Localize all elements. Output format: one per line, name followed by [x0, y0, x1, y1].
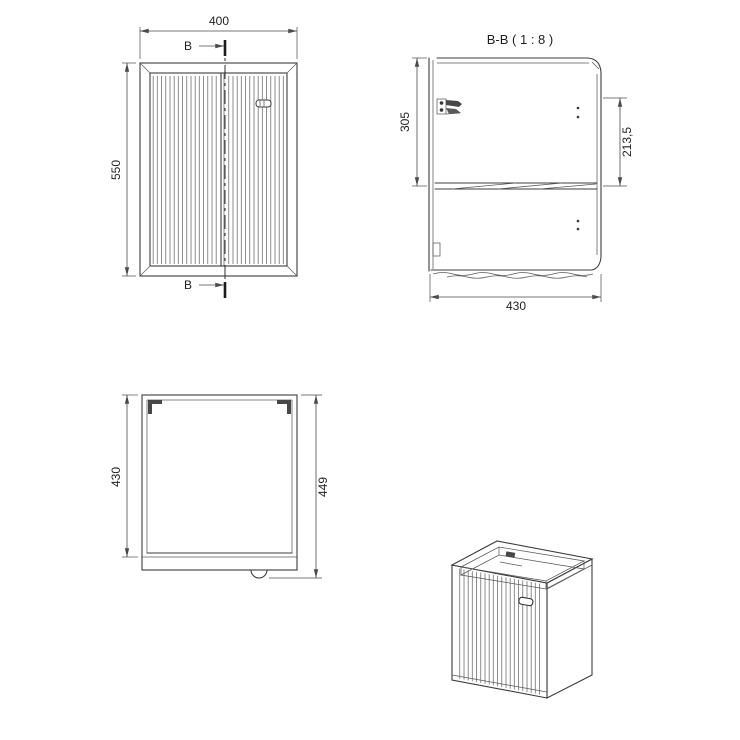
- plan-total-depth-value: 449: [316, 477, 330, 497]
- door-handle: [255, 99, 272, 108]
- iso-body: [450, 540, 594, 699]
- section-view: B-B ( 1 : 8 ): [398, 32, 634, 313]
- section-height-value: 305: [398, 112, 412, 132]
- door-knob: [250, 569, 268, 579]
- front-height-value: 550: [109, 160, 123, 180]
- section-cut-line: B B: [184, 39, 227, 298]
- isometric-view: [450, 540, 594, 699]
- front-height-dimension: 550: [109, 62, 136, 277]
- plan-depth-dimension: 430: [109, 394, 138, 558]
- iso-interior: [459, 546, 586, 590]
- front-view: B B 400 550: [109, 14, 298, 298]
- front-cabinet-outline: [139, 62, 298, 277]
- section-depth-value: 430: [506, 299, 526, 313]
- plan-total-depth-dimension: 449: [269, 394, 330, 579]
- plan-view: 430 449: [109, 394, 330, 579]
- section-label-top: B: [184, 39, 192, 53]
- section-depth-dimension: 430: [429, 274, 602, 313]
- section-carcass-outline: [430, 57, 602, 271]
- section-view-title: B-B ( 1 : 8 ): [487, 32, 553, 47]
- section-height-dimension: 305: [398, 57, 427, 187]
- section-inner-height-value: 213,5: [620, 127, 634, 157]
- front-door-flutes: [152, 76, 285, 264]
- interior-fitting-detail: [499, 551, 523, 567]
- plan-outline: [141, 394, 298, 571]
- section-inner-height-dimension: 213,5: [603, 97, 634, 187]
- plan-depth-value: 430: [109, 467, 123, 487]
- iso-door-handle: [518, 596, 534, 607]
- section-door-profile: [428, 57, 441, 272]
- section-bottom-texture: [432, 272, 594, 279]
- hinge-left-top: [148, 400, 162, 414]
- hinge-right-top: [277, 400, 291, 414]
- section-shelf: [434, 182, 598, 190]
- front-width-value: 400: [209, 14, 229, 28]
- section-label-bottom: B: [184, 278, 192, 292]
- shelf-pin-holes: [576, 106, 580, 231]
- hinge-detail: [436, 98, 462, 115]
- front-width-dimension: 400: [139, 14, 298, 59]
- iso-door-flutes: [456, 568, 542, 695]
